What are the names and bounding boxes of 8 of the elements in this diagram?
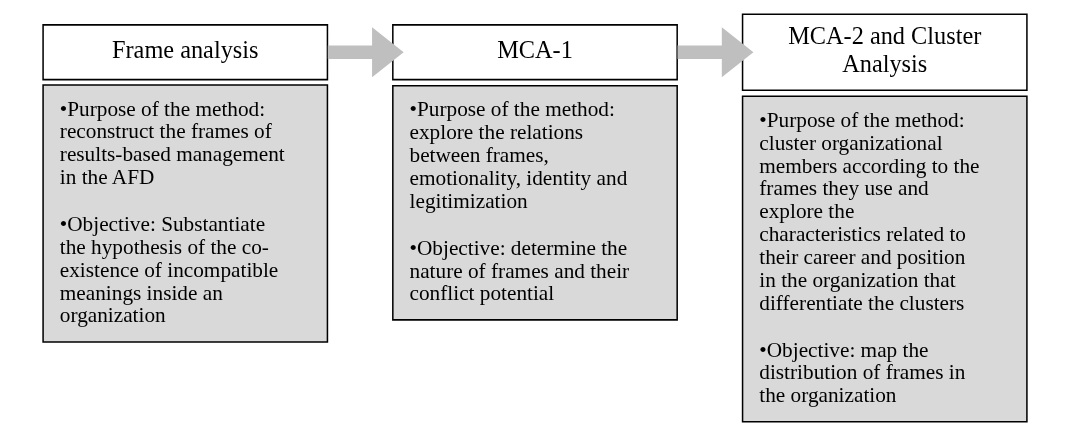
node-box: •Purpose of the method: explore the relations between frames, emotionality, identity and legitimization •Objective: determine the nature of frames and their conflict potential <box>392 84 678 321</box>
node-box: •Purpose of the method: reconstruct the frames of results-based management in the AFD •Objective: Substantiate the hypothesis of the co-existence of incompatible meanings inside an organization <box>42 84 329 343</box>
node-box: Frame analysis <box>42 24 329 81</box>
arrow <box>327 27 404 78</box>
arrow <box>677 27 754 78</box>
node-box: MCA-2 and Cluster Analysis <box>741 13 1028 92</box>
node-box: MCA-1 <box>392 24 678 81</box>
node-box: •Purpose of the method: cluster organizational members according to the frames they use and explore the characteristics related to their career and position in the organization that differentiate the clusters •Objective: map the distribution of frames in the organization <box>741 95 1028 423</box>
